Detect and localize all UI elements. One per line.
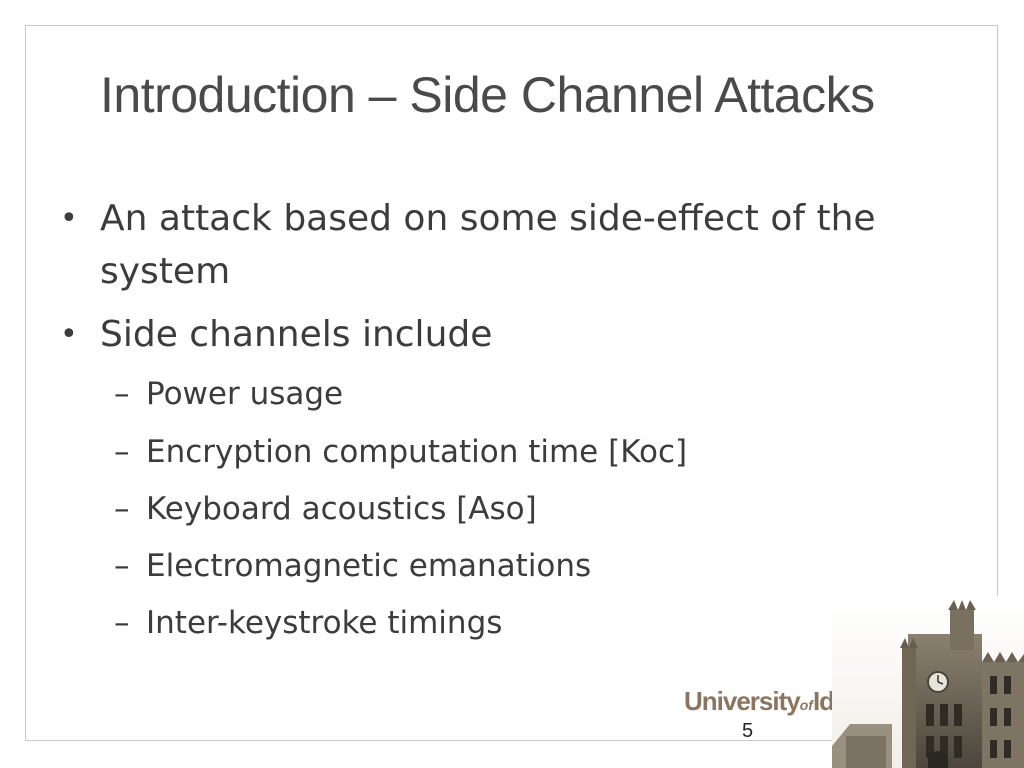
- bullet-text: An attack based on some side-effect of t…: [100, 198, 876, 292]
- page-number: 5: [742, 720, 754, 742]
- dash-glyph: –: [114, 434, 130, 470]
- building-photo-icon: [832, 596, 1024, 768]
- sub-bullet-text: Electromagnetic emanations: [146, 548, 592, 584]
- bullet-item: • An attack based on some side-effect of…: [60, 192, 980, 298]
- sub-bullet-text: Inter-keystroke timings: [146, 605, 503, 641]
- logo-text-university: University: [684, 686, 801, 716]
- sub-bullet-text: Keyboard acoustics [Aso]: [146, 491, 537, 527]
- logo-text-of: of: [799, 697, 813, 713]
- sub-bullet-item: – Inter-keystroke timings: [114, 603, 926, 643]
- bullet-glyph: •: [60, 317, 78, 352]
- dash-glyph: –: [114, 491, 130, 527]
- bullet-text: Side channels include: [100, 314, 493, 355]
- sub-bullet-item: – Power usage: [114, 374, 926, 414]
- dash-glyph: –: [114, 605, 130, 641]
- sub-bullet-item: – Encryption computation time [Koc]: [114, 432, 926, 472]
- sub-bullet-item: – Electromagnetic emanations: [114, 546, 926, 586]
- slide-title: Introduction – Side Channel Attacks: [100, 67, 875, 123]
- dash-glyph: –: [114, 548, 130, 584]
- dash-glyph: –: [114, 376, 130, 412]
- sub-bullet-text: Power usage: [146, 376, 344, 412]
- sub-bullet-text: Encryption computation time [Koc]: [146, 434, 688, 470]
- bullet-glyph: •: [60, 201, 78, 236]
- bullet-item: • Side channels include: [60, 308, 980, 361]
- sub-bullet-item: – Keyboard acoustics [Aso]: [114, 489, 926, 529]
- slide-frame: [25, 25, 998, 741]
